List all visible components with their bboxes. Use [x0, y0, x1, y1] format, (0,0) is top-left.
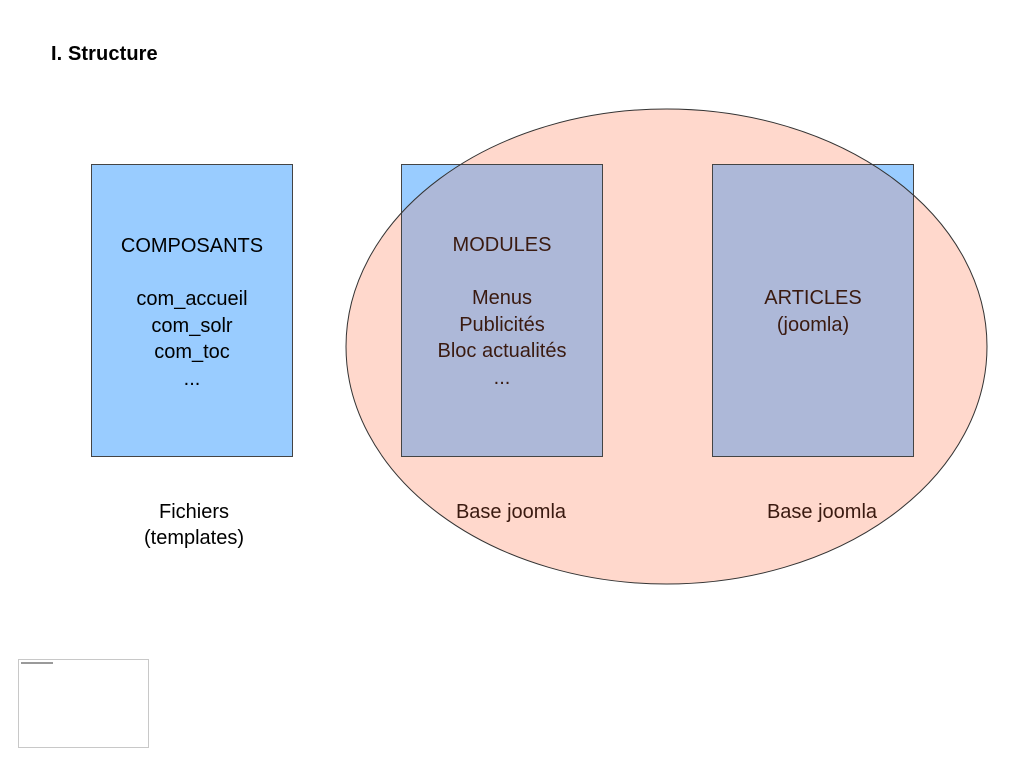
- thumbnail-title-line: [21, 662, 53, 664]
- composants-item: com_accueil: [136, 288, 248, 310]
- modules-heading: MODULES: [452, 234, 552, 256]
- composants-item: com_solr: [151, 314, 233, 337]
- composants-caption: Fichiers (templates): [91, 499, 297, 551]
- composants-item: com_toc: [154, 341, 230, 363]
- articles-overlap: [712, 164, 914, 457]
- composants-caption-line: (templates): [143, 527, 245, 549]
- modules-item: Bloc actualités: [437, 340, 567, 362]
- ellipse-outline: [345, 108, 988, 585]
- composants-box: COMPOSANTS com_accueil com_solr com_toc …: [91, 164, 293, 457]
- composants-item: ...: [183, 367, 201, 390]
- modules-item: Menus: [471, 287, 533, 309]
- articles-heading: ARTICLES: [764, 287, 862, 309]
- modules-caption: Base joomla: [455, 501, 567, 523]
- slide-thumbnail[interactable]: [18, 659, 149, 748]
- composants-heading: COMPOSANTS: [120, 235, 264, 257]
- modules-item: Publicités: [459, 313, 545, 336]
- modules-overlap: [401, 164, 603, 457]
- articles-caption: Base joomla: [766, 501, 878, 523]
- composants-caption-line: Fichiers: [158, 501, 229, 523]
- articles-text: ARTICLES (joomla): [712, 164, 914, 457]
- modules-text: MODULES Menus Publicités Bloc actualités…: [401, 164, 603, 457]
- modules-item: ...: [493, 366, 511, 389]
- articles-subheading: (joomla): [776, 313, 850, 336]
- page-title: I. Structure: [51, 43, 158, 65]
